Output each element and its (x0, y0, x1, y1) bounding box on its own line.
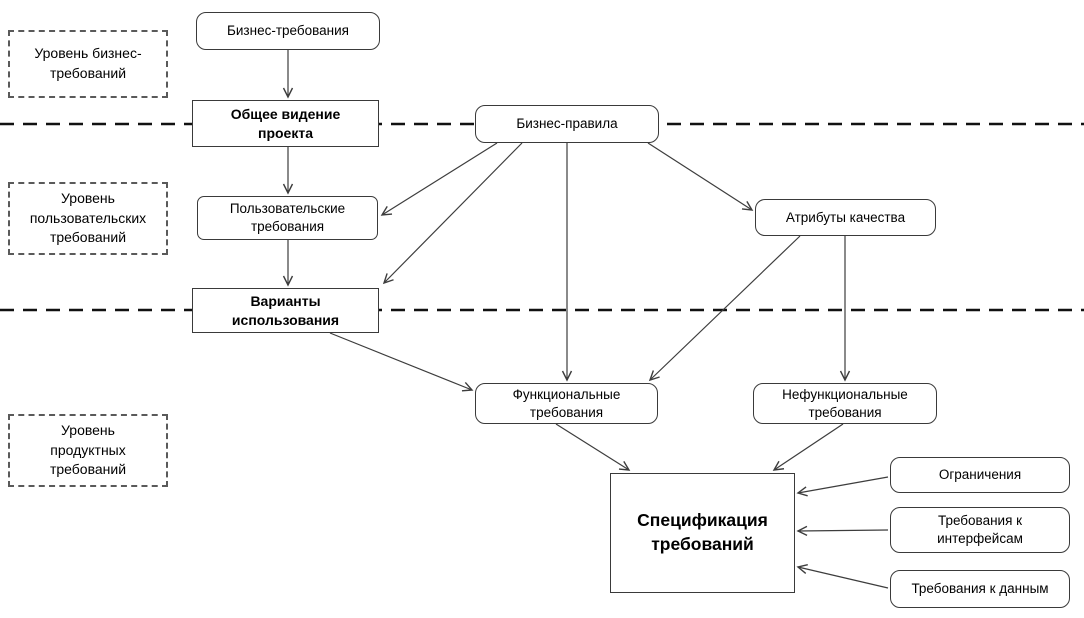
level-label-business: Уровень бизнес- требований (8, 30, 168, 98)
arrow-constraints-to-spec (796, 476, 889, 497)
arrow-quality-to-functional (648, 235, 801, 382)
arrow-nonfunctional-to-spec (772, 423, 844, 471)
node-project-vision: Общее видение проекта (192, 100, 379, 147)
node-project-vision-label: Общее видение проекта (230, 106, 341, 141)
node-business-rules: Бизнес-правила (475, 105, 659, 143)
arrow-interface-req-to-spec (796, 525, 889, 537)
node-data-requirements-label: Требования к данным (911, 581, 1049, 597)
node-functional-requirements: Функциональные требования (475, 383, 658, 424)
node-business-requirements: Бизнес-требования (196, 12, 380, 50)
node-constraints-label: Ограничения (938, 467, 1022, 483)
node-use-cases: Варианты использования (192, 288, 379, 333)
arrow-functional-to-spec (555, 423, 631, 471)
node-business-requirements-label: Бизнес-требования (227, 23, 349, 39)
level-label-product-text: Уровень продуктных требований (49, 422, 127, 478)
level-label-user-text: Уровень пользовательских требований (29, 190, 147, 246)
node-specification: Спецификация требований (610, 473, 795, 593)
node-quality-attributes: Атрибуты качества (755, 199, 936, 236)
arrow-use-cases-to-functional (329, 332, 474, 392)
node-quality-attributes-label: Атрибуты качества (785, 209, 906, 225)
arrow-business-rules-to-user-req (380, 142, 498, 216)
arrow-data-req-to-spec (796, 563, 889, 589)
node-data-requirements: Требования к данным (890, 570, 1070, 608)
arrow-business-rules-to-quality (647, 142, 754, 211)
node-nonfunctional-requirements-label: Нефункциональные требования (782, 386, 908, 420)
node-user-requirements: Пользовательские требования (197, 196, 378, 240)
node-interface-requirements: Требования к интерфейсам (890, 507, 1070, 553)
node-functional-requirements-label: Функциональные требования (512, 386, 621, 420)
level-label-user: Уровень пользовательских требований (8, 182, 168, 255)
node-use-cases-label: Варианты использования (231, 293, 340, 328)
node-business-rules-label: Бизнес-правила (516, 116, 618, 132)
node-user-requirements-label: Пользовательские требования (229, 201, 346, 234)
node-interface-requirements-label: Требования к интерфейсам (937, 513, 1023, 546)
level-label-product: Уровень продуктных требований (8, 414, 168, 487)
node-nonfunctional-requirements: Нефункциональные требования (753, 383, 937, 424)
node-constraints: Ограничения (890, 457, 1070, 493)
node-specification-label: Спецификация требований (637, 510, 768, 554)
level-label-business-text: Уровень бизнес- требований (34, 45, 142, 81)
arrow-business-rules-to-use-cases (382, 142, 523, 285)
